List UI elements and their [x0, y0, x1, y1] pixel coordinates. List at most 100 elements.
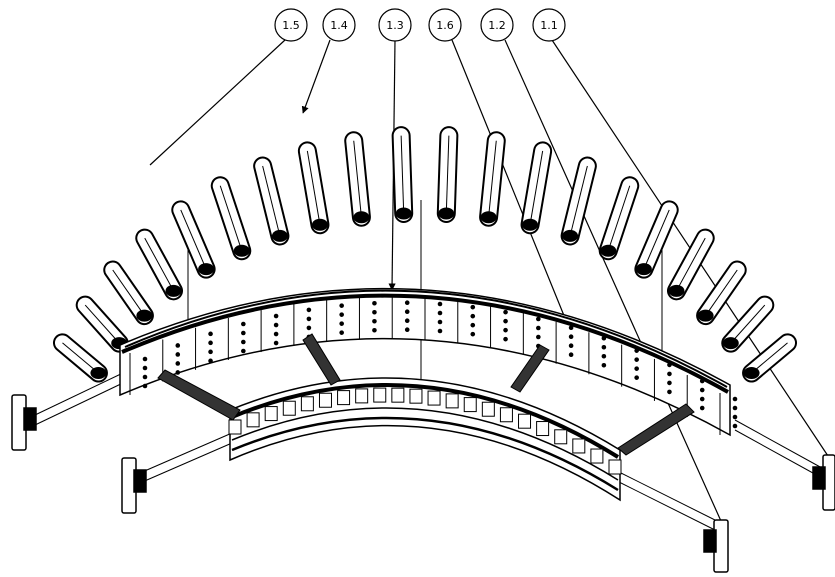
leader-1-2: [504, 39, 726, 531]
svg-text:1.5: 1.5: [282, 19, 300, 32]
callouts: 1.5 1.4 1.3 1.6 1.2 1.1: [274, 8, 566, 42]
frame-hole: [142, 374, 148, 380]
frame-hole: [634, 366, 639, 371]
frame-hole: [536, 334, 541, 340]
frame-hole: [470, 304, 476, 310]
bracket-left-outer: [11, 394, 37, 451]
frame-hole: [470, 313, 476, 319]
roller: [103, 260, 154, 326]
frame-hole: [306, 316, 312, 322]
frame-hole: [404, 300, 410, 306]
svg-text:1.1: 1.1: [540, 19, 558, 32]
outer-frame: [119, 287, 731, 437]
frame-hole: [175, 370, 181, 375]
frame-hole: [273, 313, 279, 319]
brace-left: [157, 369, 241, 421]
callout-1-4: 1.4: [322, 8, 356, 42]
roller: [696, 260, 747, 326]
frame-hole: [634, 348, 639, 353]
roller: [253, 156, 290, 246]
callout-1-1: 1.1: [532, 8, 566, 42]
brace-right: [617, 403, 695, 456]
roller: [297, 141, 330, 235]
assembly-guides: [34, 200, 823, 531]
frame-hole: [699, 405, 705, 411]
frame-hole: [208, 358, 213, 364]
roller-set: [52, 126, 798, 383]
roller: [344, 131, 371, 227]
frame-hole: [273, 322, 279, 328]
frame-hole: [732, 423, 738, 429]
frame-hole: [568, 343, 574, 349]
svg-text:1.6: 1.6: [436, 19, 454, 32]
frame-hole: [404, 327, 410, 333]
svg-text:1.4: 1.4: [330, 19, 348, 32]
frame-hole: [404, 318, 410, 324]
frame-hole: [503, 336, 508, 342]
frame-hole: [732, 414, 738, 420]
brace-center-right: [510, 344, 550, 393]
frame-hole: [241, 330, 246, 336]
inner-frame: [229, 377, 621, 502]
roller: [742, 333, 798, 383]
brace-center-left: [302, 333, 341, 386]
leader-1-4: [301, 39, 331, 114]
frame-hole: [372, 327, 377, 333]
frame-hole: [372, 300, 377, 306]
frame-hole: [241, 348, 246, 354]
frame-hole: [568, 352, 574, 358]
frame-hole: [306, 307, 312, 313]
inner-frame-slots: [228, 387, 622, 475]
bracket-right-inner: [703, 519, 729, 573]
roller: [666, 228, 715, 301]
svg-text:1.3: 1.3: [386, 19, 404, 32]
leader-1-6: [451, 39, 581, 356]
callout-1-5: 1.5: [274, 8, 308, 42]
frame-hole: [503, 318, 508, 324]
roller: [391, 126, 414, 223]
frame-hole: [667, 380, 672, 386]
frame-hole: [732, 396, 738, 402]
frame-hole: [470, 322, 476, 328]
outer-frame-slots: [129, 296, 738, 435]
frame-hole: [601, 335, 607, 341]
callout-1-6: 1.6: [428, 8, 462, 42]
callout-1-2: 1.2: [480, 8, 514, 42]
frame-hole: [404, 309, 410, 315]
leader-1-5: [149, 39, 286, 166]
frame-hole: [437, 301, 443, 307]
frame-hole: [306, 325, 312, 331]
roller: [52, 333, 108, 383]
roller: [520, 141, 553, 235]
frame-hole: [470, 331, 476, 337]
svg-text:1.2: 1.2: [488, 19, 506, 32]
frame-hole: [372, 318, 377, 324]
roller: [75, 295, 129, 353]
roller: [560, 156, 597, 246]
frame-hole: [175, 352, 181, 357]
frame-hole: [142, 383, 148, 389]
frame-hole: [634, 375, 639, 380]
frame-hole: [339, 303, 344, 308]
frame-hole: [142, 356, 148, 362]
frame-hole: [667, 362, 672, 368]
frame-hole: [536, 316, 541, 322]
frame-hole: [732, 405, 738, 411]
frame-hole: [241, 339, 246, 345]
frame-hole: [273, 331, 279, 337]
frame-hole: [503, 327, 508, 333]
frame-hole: [536, 325, 541, 331]
roller: [135, 228, 184, 301]
frame-hole: [634, 357, 639, 362]
mounting-brackets: [11, 394, 835, 573]
frame-hole: [208, 349, 213, 355]
frame-hole: [601, 353, 607, 359]
frame-hole: [568, 325, 574, 331]
frame-hole: [437, 310, 443, 316]
frame-hole: [601, 362, 607, 368]
frame-hole: [208, 331, 213, 337]
frame-hole: [437, 319, 443, 325]
bracket-left-inner: [121, 457, 147, 514]
frame-hole: [667, 389, 672, 395]
